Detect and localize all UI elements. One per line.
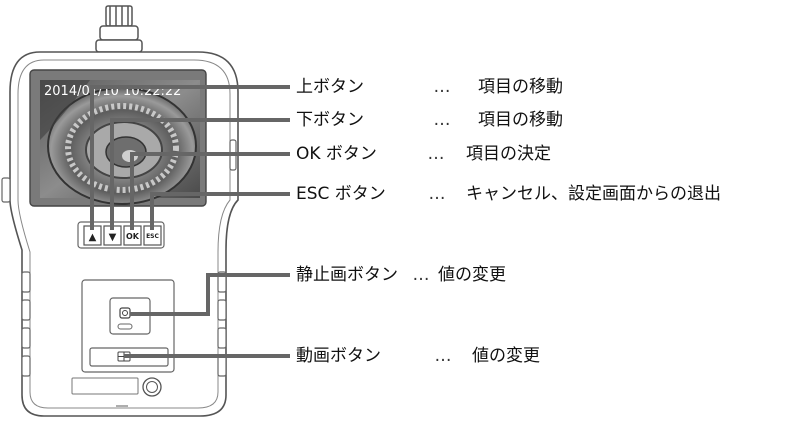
callout-esc-button-label: ESC ボタン: [296, 184, 386, 204]
leader-lines: [90, 85, 290, 358]
leader-still: [130, 273, 290, 316]
callout-video-description: 値の変更: [472, 346, 540, 366]
callout-esc: ESC ボタン … キャンセル、設定画面からの退出: [296, 184, 721, 204]
callout-down-description: 項目の移動: [478, 110, 563, 130]
cable-connector: [95, 5, 143, 53]
up-arrow-icon: ▲: [89, 232, 97, 243]
callout-down-button-label: 下ボタン: [296, 110, 364, 130]
ok-button-text: OK: [126, 232, 140, 241]
callout-video: 動画ボタン … 値の変更: [296, 346, 540, 366]
esc-button[interactable]: ESC: [143, 225, 162, 246]
down-button[interactable]: ▼: [103, 225, 122, 246]
callout-up-separator: …: [433, 77, 451, 97]
callout-still: 静止画ボタン … 値の変更: [296, 265, 506, 285]
callout-down-separator: …: [433, 110, 451, 130]
callout-esc-separator: …: [428, 184, 446, 204]
callout-ok: OK ボタン … 項目の決定: [296, 144, 551, 164]
side-grips: [1, 139, 237, 377]
callout-video-button-label: 動画ボタン: [296, 346, 381, 366]
callout-down: 下ボタン … 項目の移動: [296, 110, 563, 130]
callout-ok-description: 項目の決定: [466, 144, 551, 164]
leader-esc: [150, 192, 290, 230]
camera-icon: [119, 307, 131, 319]
callout-up-button-label: 上ボタン: [296, 77, 364, 97]
device-body-inner: [17, 59, 231, 409]
callout-esc-description: キャンセル、設定画面からの退出: [466, 184, 721, 204]
down-arrow-icon: ▼: [109, 232, 117, 243]
esc-button-text: ESC: [146, 233, 159, 240]
leader-ok: [130, 152, 290, 230]
label-slot: [71, 377, 139, 395]
leader-up: [90, 85, 290, 230]
callout-up-description: 項目の移動: [478, 77, 563, 97]
screen-display: [40, 80, 200, 205]
callout-up: 上ボタン … 項目の移動: [296, 77, 563, 97]
callout-ok-separator: …: [427, 144, 445, 164]
callout-still-description: 値の変更: [438, 265, 506, 285]
callout-still-button-label: 静止画ボタン: [296, 265, 398, 285]
callout-still-separator: …: [412, 265, 430, 285]
round-port: [142, 377, 162, 397]
callout-video-separator: …: [434, 346, 452, 366]
leader-down: [110, 118, 290, 230]
callout-ok-button-label: OK ボタン: [296, 144, 377, 164]
